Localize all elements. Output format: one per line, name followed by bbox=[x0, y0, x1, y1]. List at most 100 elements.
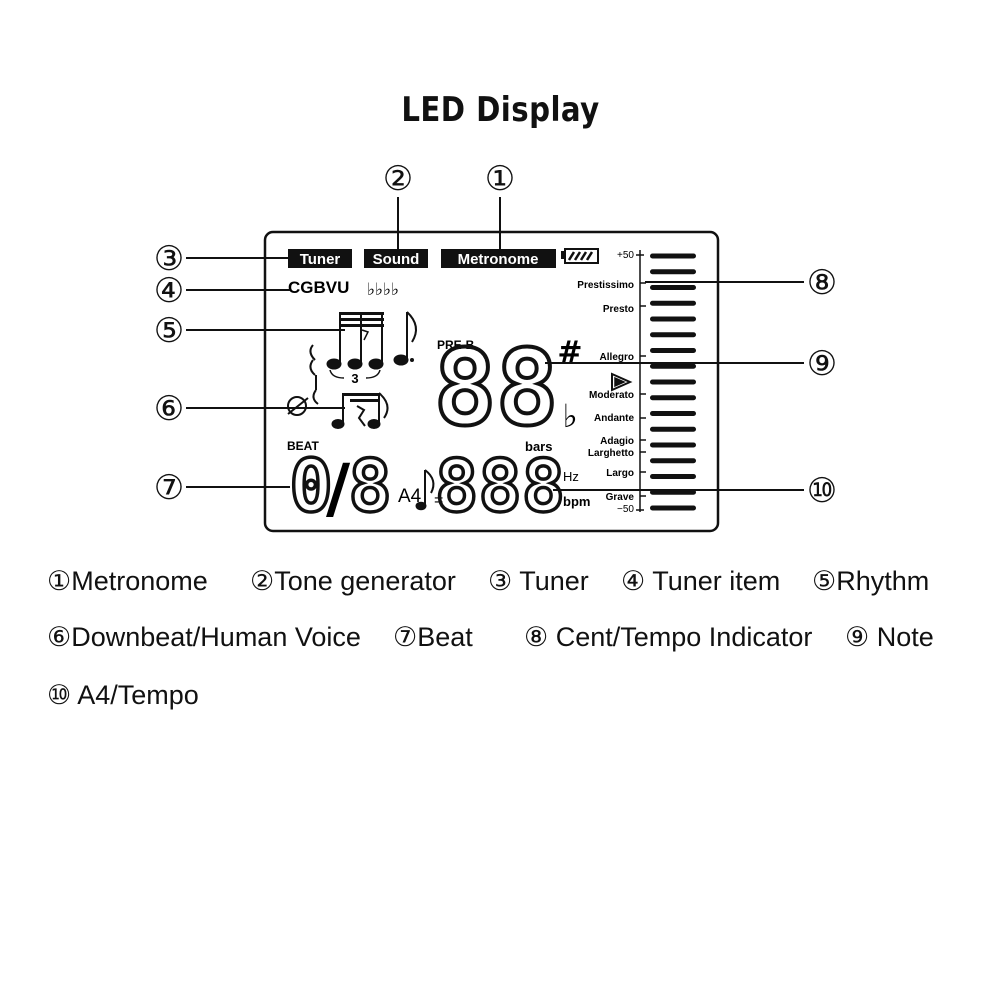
tab-tuner-label: Tuner bbox=[300, 251, 341, 268]
note-digit-1: 8 bbox=[434, 327, 497, 449]
legend-label: Rhythm bbox=[836, 566, 930, 596]
legend-num: ① bbox=[47, 566, 72, 596]
legend-label: Note bbox=[876, 622, 934, 652]
cent-bar bbox=[650, 363, 696, 369]
legend-item-8: ⑧ Cent/Tempo Indicator bbox=[524, 622, 812, 653]
legend-label: Metronome bbox=[71, 566, 208, 596]
legend-label: Tuner bbox=[519, 566, 589, 596]
legend-num: ⑧ bbox=[524, 622, 549, 652]
legend-label: A4/Tempo bbox=[77, 680, 199, 710]
legend-label: Tone generator bbox=[274, 566, 456, 596]
cent-bar bbox=[650, 442, 696, 448]
scale-ticks bbox=[611, 250, 646, 512]
callout-10: ⑩ bbox=[807, 471, 837, 511]
callout-numbers: ③ ④ ⑤ ⑥ ⑦ ② ① ⑧ ⑨ ⑩ bbox=[154, 159, 837, 511]
legend-item-5: ⑤Rhythm bbox=[812, 566, 929, 597]
cent-bar bbox=[650, 505, 696, 511]
legend-num: ② bbox=[250, 566, 275, 596]
scale-label-allegro: Allegro bbox=[600, 352, 634, 363]
scale-label-adagio: Adagio bbox=[600, 436, 634, 447]
legend-label: Beat bbox=[417, 622, 473, 652]
scale-label-prestissimo: Prestissimo bbox=[577, 280, 634, 291]
cent-bar bbox=[650, 316, 696, 322]
scale-label-moderato: Moderato bbox=[589, 390, 634, 401]
callout-4: ④ bbox=[154, 271, 184, 311]
callout-3: ③ bbox=[154, 239, 184, 279]
legend-item-2: ②Tone generator bbox=[250, 566, 456, 597]
pre-b-label: PRE-B. bbox=[437, 338, 478, 352]
scale-label-minus50: −50 bbox=[617, 504, 634, 515]
note-digit-2: 8 bbox=[496, 327, 559, 449]
beat-slash: / bbox=[326, 450, 351, 527]
page-title: LED Display bbox=[401, 90, 600, 130]
tab-tuner-bg bbox=[288, 249, 352, 268]
legend-item-9: ⑨ Note bbox=[845, 622, 934, 653]
flats-row: ♭♭♭♭ bbox=[367, 280, 399, 300]
legend-num: ⑤ bbox=[812, 566, 837, 596]
triplet-bracket bbox=[329, 369, 381, 379]
legend-item-6: ⑥Downbeat/Human Voice bbox=[47, 622, 361, 653]
legend-num: ⑥ bbox=[47, 622, 72, 652]
cent-bar bbox=[650, 332, 696, 338]
legend-item-3: ③ Tuner bbox=[488, 566, 589, 597]
cent-bar bbox=[650, 395, 696, 401]
bpm-label: bpm bbox=[563, 494, 590, 509]
callout-7: ⑦ bbox=[154, 468, 184, 508]
bars-label: bars bbox=[525, 439, 552, 454]
cent-bar bbox=[650, 426, 696, 432]
triplet-mark: 3 bbox=[351, 371, 358, 386]
scale-label-plus50: +50 bbox=[617, 250, 634, 261]
legend-label: Downbeat/Human Voice bbox=[71, 622, 361, 652]
downbeat-icon bbox=[287, 396, 309, 416]
callout-9: ⑨ bbox=[807, 344, 837, 384]
tempo-digits: 888 bbox=[435, 444, 565, 528]
legend-label: Cent/Tempo Indicator bbox=[555, 622, 813, 652]
beat-digit-1: 0 bbox=[289, 444, 332, 528]
legend-item-10: ⑩ A4/Tempo bbox=[47, 680, 199, 711]
cent-bar bbox=[650, 300, 696, 306]
legend-label: Tuner item bbox=[652, 566, 781, 596]
equals-sign: = bbox=[434, 492, 443, 509]
lcd-frame bbox=[263, 230, 720, 533]
cent-bars bbox=[650, 253, 696, 511]
callout-2: ② bbox=[383, 159, 413, 199]
callout-6: ⑥ bbox=[154, 389, 184, 429]
cent-bar bbox=[650, 285, 696, 290]
legend-num: ④ bbox=[621, 566, 646, 596]
cent-bar bbox=[650, 269, 696, 275]
human-voice-notes-icon bbox=[331, 392, 389, 429]
tuner-items: CGBVU bbox=[288, 278, 349, 297]
callout-1: ① bbox=[485, 159, 515, 199]
cent-bar bbox=[650, 348, 696, 353]
scale-label-andante: Andante bbox=[594, 413, 634, 424]
tab-metronome-bg bbox=[441, 249, 556, 268]
callout-8: ⑧ bbox=[807, 263, 837, 303]
cent-bar bbox=[650, 379, 696, 385]
hz-label: Hz bbox=[563, 469, 579, 484]
legend-item-1: ①Metronome bbox=[47, 566, 208, 597]
legend-item-7: ⑦Beat bbox=[393, 622, 473, 653]
legend-num: ③ bbox=[488, 566, 513, 596]
cent-bar bbox=[650, 474, 696, 479]
legend-num: ⑨ bbox=[845, 622, 870, 652]
scale-label-larghetto: Larghetto bbox=[588, 448, 634, 459]
legend-num: ⑩ bbox=[47, 680, 72, 710]
beat-digit-2: 8 bbox=[348, 444, 391, 528]
callout-lines bbox=[186, 197, 804, 491]
cent-bar bbox=[650, 458, 696, 464]
sharp-sign: # bbox=[557, 335, 582, 370]
callout-5: ⑤ bbox=[154, 311, 184, 351]
tab-metronome-label: Metronome bbox=[458, 251, 539, 268]
tab-sound-label: Sound bbox=[373, 251, 420, 268]
beat-label: BEAT bbox=[287, 439, 319, 453]
scale-label-grave: Grave bbox=[606, 492, 635, 503]
a4-label: A4 bbox=[398, 486, 422, 507]
scale-label-largo: Largo bbox=[606, 468, 634, 479]
flat-sign: ♭ bbox=[562, 397, 577, 435]
rhythm-notes-icon bbox=[309, 311, 417, 405]
cent-tempo-scale: +50 Prestissimo Presto Allegro Moderato … bbox=[577, 250, 634, 515]
cent-bar bbox=[650, 411, 696, 416]
battery-icon bbox=[561, 248, 599, 264]
cent-bar bbox=[650, 253, 696, 259]
